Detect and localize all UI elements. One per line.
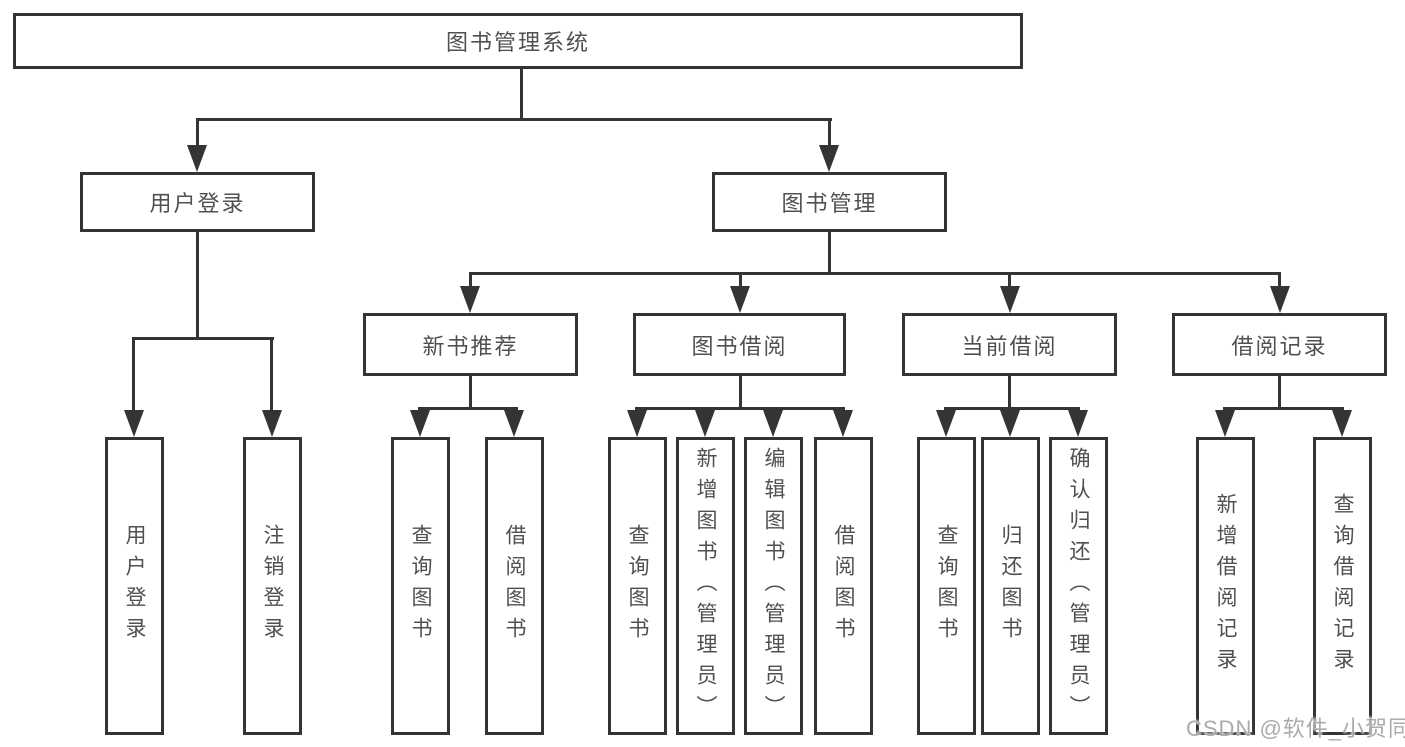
node-leaf-query-books-borrowing-label: 查询图书 xyxy=(626,524,649,648)
node-book-borrowing: 图书借阅 xyxy=(633,313,846,376)
connector-line xyxy=(469,272,1281,275)
connector-line xyxy=(1223,407,1344,410)
node-leaf-add-borrow-record: 新增借阅记录 xyxy=(1196,437,1255,735)
connector-line xyxy=(635,407,845,410)
node-leaf-add-books-admin: 新增图书（管理员） xyxy=(676,437,735,735)
arrow-down-icon xyxy=(1332,410,1352,437)
node-leaf-confirm-return-admin-label: 确认归还（管理员） xyxy=(1067,446,1090,726)
connector-line xyxy=(944,407,1080,410)
connector-line xyxy=(196,118,199,152)
node-leaf-query-books-recommend-label: 查询图书 xyxy=(409,524,432,648)
node-leaf-add-books-admin-label: 新增图书（管理员） xyxy=(694,446,717,726)
node-leaf-edit-books-admin: 编辑图书（管理员） xyxy=(744,437,803,735)
node-leaf-query-books-current: 查询图书 xyxy=(917,437,976,735)
connector-line xyxy=(418,407,518,410)
node-leaf-add-borrow-record-label: 新增借阅记录 xyxy=(1214,493,1237,679)
node-borrowing-records: 借阅记录 xyxy=(1172,313,1387,376)
node-root: 图书管理系统 xyxy=(13,13,1023,69)
node-leaf-logout-label: 注销登录 xyxy=(261,524,284,648)
connector-line xyxy=(1008,376,1011,410)
connector-line xyxy=(828,232,831,275)
node-leaf-borrow-books-recommend-label: 借阅图书 xyxy=(503,524,526,648)
node-user-login-branch-label: 用户登录 xyxy=(149,191,246,216)
node-leaf-logout: 注销登录 xyxy=(243,437,302,735)
arrow-down-icon xyxy=(833,410,853,437)
node-leaf-borrow-books-borrowing-label: 借阅图书 xyxy=(832,524,855,648)
node-leaf-confirm-return-admin: 确认归还（管理员） xyxy=(1049,437,1108,735)
arrow-down-icon xyxy=(262,410,282,437)
arrow-down-icon xyxy=(819,145,839,172)
connector-line xyxy=(520,69,523,121)
node-new-book-recommend: 新书推荐 xyxy=(363,313,578,376)
connector-line xyxy=(196,118,832,121)
arrow-down-icon xyxy=(1000,286,1020,313)
node-root-label: 图书管理系统 xyxy=(445,30,590,55)
connector-line xyxy=(1008,272,1011,292)
arrow-down-icon xyxy=(124,410,144,437)
node-borrowing-records-label: 借阅记录 xyxy=(1231,333,1328,359)
node-book-management-branch-label: 图书管理 xyxy=(781,191,878,216)
connector-line xyxy=(739,376,742,410)
node-leaf-query-books-borrowing: 查询图书 xyxy=(608,437,667,735)
arrow-down-icon xyxy=(460,286,480,313)
arrow-down-icon xyxy=(936,410,956,437)
arrow-down-icon xyxy=(187,145,207,172)
arrow-down-icon xyxy=(763,410,783,437)
connector-line xyxy=(828,118,831,152)
connector-line xyxy=(469,272,472,292)
connector-line xyxy=(739,272,742,292)
arrow-down-icon xyxy=(504,410,524,437)
node-book-management-branch: 图书管理 xyxy=(712,172,947,232)
arrow-down-icon xyxy=(695,410,715,437)
csdn-watermark: CSDN @软件_小贺同学 xyxy=(1186,716,1405,741)
connector-line xyxy=(270,337,273,415)
node-leaf-borrow-books-recommend: 借阅图书 xyxy=(485,437,544,735)
arrow-down-icon xyxy=(1068,410,1088,437)
node-leaf-query-books-recommend: 查询图书 xyxy=(391,437,450,735)
node-user-login-branch: 用户登录 xyxy=(80,172,315,232)
arrow-down-icon xyxy=(730,286,750,313)
connector-line xyxy=(1278,272,1281,292)
arrow-down-icon xyxy=(1215,410,1235,437)
node-new-book-recommend-label: 新书推荐 xyxy=(422,333,519,359)
node-leaf-user-login-label: 用户登录 xyxy=(123,524,146,648)
node-leaf-return-books: 归还图书 xyxy=(981,437,1040,735)
node-leaf-return-books-label: 归还图书 xyxy=(999,524,1022,648)
arrow-down-icon xyxy=(1270,286,1290,313)
node-leaf-query-borrow-record-label: 查询借阅记录 xyxy=(1331,493,1354,679)
node-current-borrowing-label: 当前借阅 xyxy=(961,333,1058,359)
node-leaf-edit-books-admin-label: 编辑图书（管理员） xyxy=(762,446,785,726)
node-leaf-user-login: 用户登录 xyxy=(105,437,164,735)
node-current-borrowing: 当前借阅 xyxy=(902,313,1117,376)
node-book-borrowing-label: 图书借阅 xyxy=(691,333,788,359)
arrow-down-icon xyxy=(627,410,647,437)
node-leaf-query-books-current-label: 查询图书 xyxy=(935,524,958,648)
node-leaf-query-borrow-record: 查询借阅记录 xyxy=(1313,437,1372,735)
connector-line xyxy=(1278,376,1281,410)
arrow-down-icon xyxy=(410,410,430,437)
arrow-down-icon xyxy=(1000,410,1020,437)
connector-line xyxy=(132,337,135,415)
connector-line xyxy=(196,232,199,340)
node-leaf-borrow-books-borrowing: 借阅图书 xyxy=(814,437,873,735)
connector-line xyxy=(132,337,274,340)
connector-line xyxy=(469,376,472,410)
